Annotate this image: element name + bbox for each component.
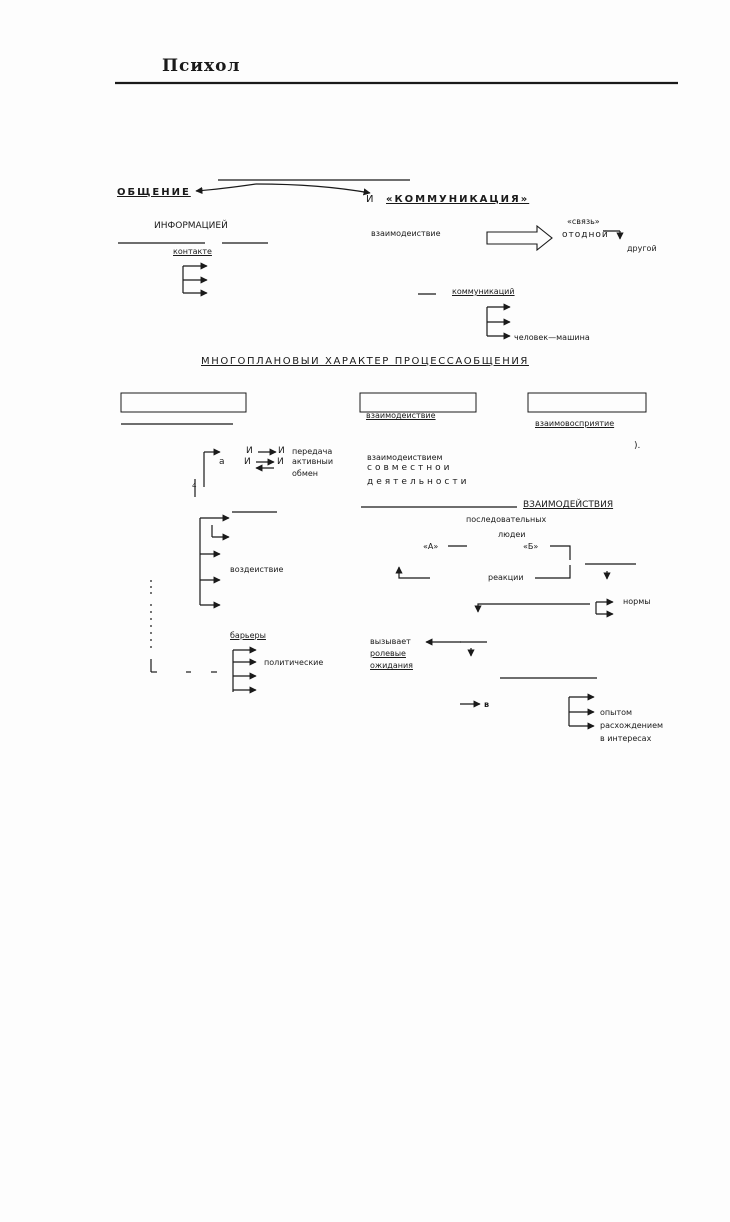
node-deyatelnosti: деятельности <box>367 477 470 487</box>
node-vzaimodeistviya: ВЗАИМОДЕЙСТВИЯ <box>523 500 614 510</box>
node-informatsiey: ИНФОРМАЦИЕЙ <box>154 221 228 231</box>
node-peredacha: передача <box>292 447 333 456</box>
node-obshchenie: ОБЩЕНИЕ <box>117 187 191 198</box>
norm-arrow <box>474 603 590 613</box>
node-v-interesakh: в интересах <box>600 734 652 743</box>
node-i-4: И <box>277 457 284 467</box>
node-ot-odnoy: отодной <box>562 230 609 240</box>
node-i-3: И <box>244 457 251 467</box>
node-vzaimodeistvie-top: взаимодеиствие <box>371 229 441 238</box>
node-drugoy: другой <box>627 244 657 253</box>
column-box-left <box>120 392 247 413</box>
node-politicheskie: политические <box>264 658 324 667</box>
reaction-arrow <box>395 566 430 579</box>
diagram-caption: МНОГОПЛАНОВЫИ ХАРАКТЕР ПРОЦЕССАОБЩЕНИЯ <box>201 356 529 367</box>
running-head: Психол <box>162 56 241 76</box>
obshchenie-arrow <box>195 183 257 195</box>
margin-mark: 4 <box>192 482 197 490</box>
node-svyaz: «связь» <box>567 217 600 226</box>
node-a-quote: «А» <box>423 542 439 551</box>
column-box-right <box>527 392 647 413</box>
node-v: в <box>484 700 490 709</box>
node-vzaimodeistviem: взаимодеиствием <box>367 453 443 462</box>
node-i-2: И <box>278 446 285 456</box>
column-box-middle <box>359 392 477 413</box>
node-raskhozhdeniem: расхождением <box>600 721 664 730</box>
node-ozhidaniya: ожидания <box>370 661 413 670</box>
kommunikatsiya-arrow <box>255 183 371 196</box>
column-label-middle: взаимодеиствие <box>366 411 436 420</box>
node-kontakte: контакте <box>173 247 212 256</box>
node-b-quote: «Б» <box>523 542 539 551</box>
node-kommunikatsiy: коммуникаций <box>452 287 515 296</box>
node-vozdeistvie: воздеиствие <box>230 565 284 574</box>
node-aktivny: активныи <box>292 457 334 466</box>
node-conj-i: И <box>366 194 374 205</box>
node-rolevye: ролевые <box>370 649 406 658</box>
closing-paren: ). <box>634 441 641 451</box>
node-sovmestnoy: совместнои <box>367 463 453 473</box>
hollow-transfer-arrow <box>486 224 553 252</box>
node-lyudey: людеи <box>498 530 526 539</box>
node-reaktsii: реакции <box>488 573 524 582</box>
node-opytom: опытом <box>600 708 633 717</box>
node-i-1: И <box>246 446 253 456</box>
column-label-right: взаимовосприятие <box>535 419 615 428</box>
node-vyzyvaet: вызывает <box>370 637 411 646</box>
node-posledovatelnykh: последовательных <box>466 515 547 524</box>
node-kommunikatsiya: «КОММУНИКАЦИЯ» <box>386 194 530 205</box>
node-normy: нормы <box>623 597 651 606</box>
node-chelovek-mashina: человек—машина <box>514 333 590 342</box>
node-barery: барьеры <box>230 631 266 640</box>
node-a: а <box>219 457 225 467</box>
node-obmen: обмен <box>292 469 319 478</box>
